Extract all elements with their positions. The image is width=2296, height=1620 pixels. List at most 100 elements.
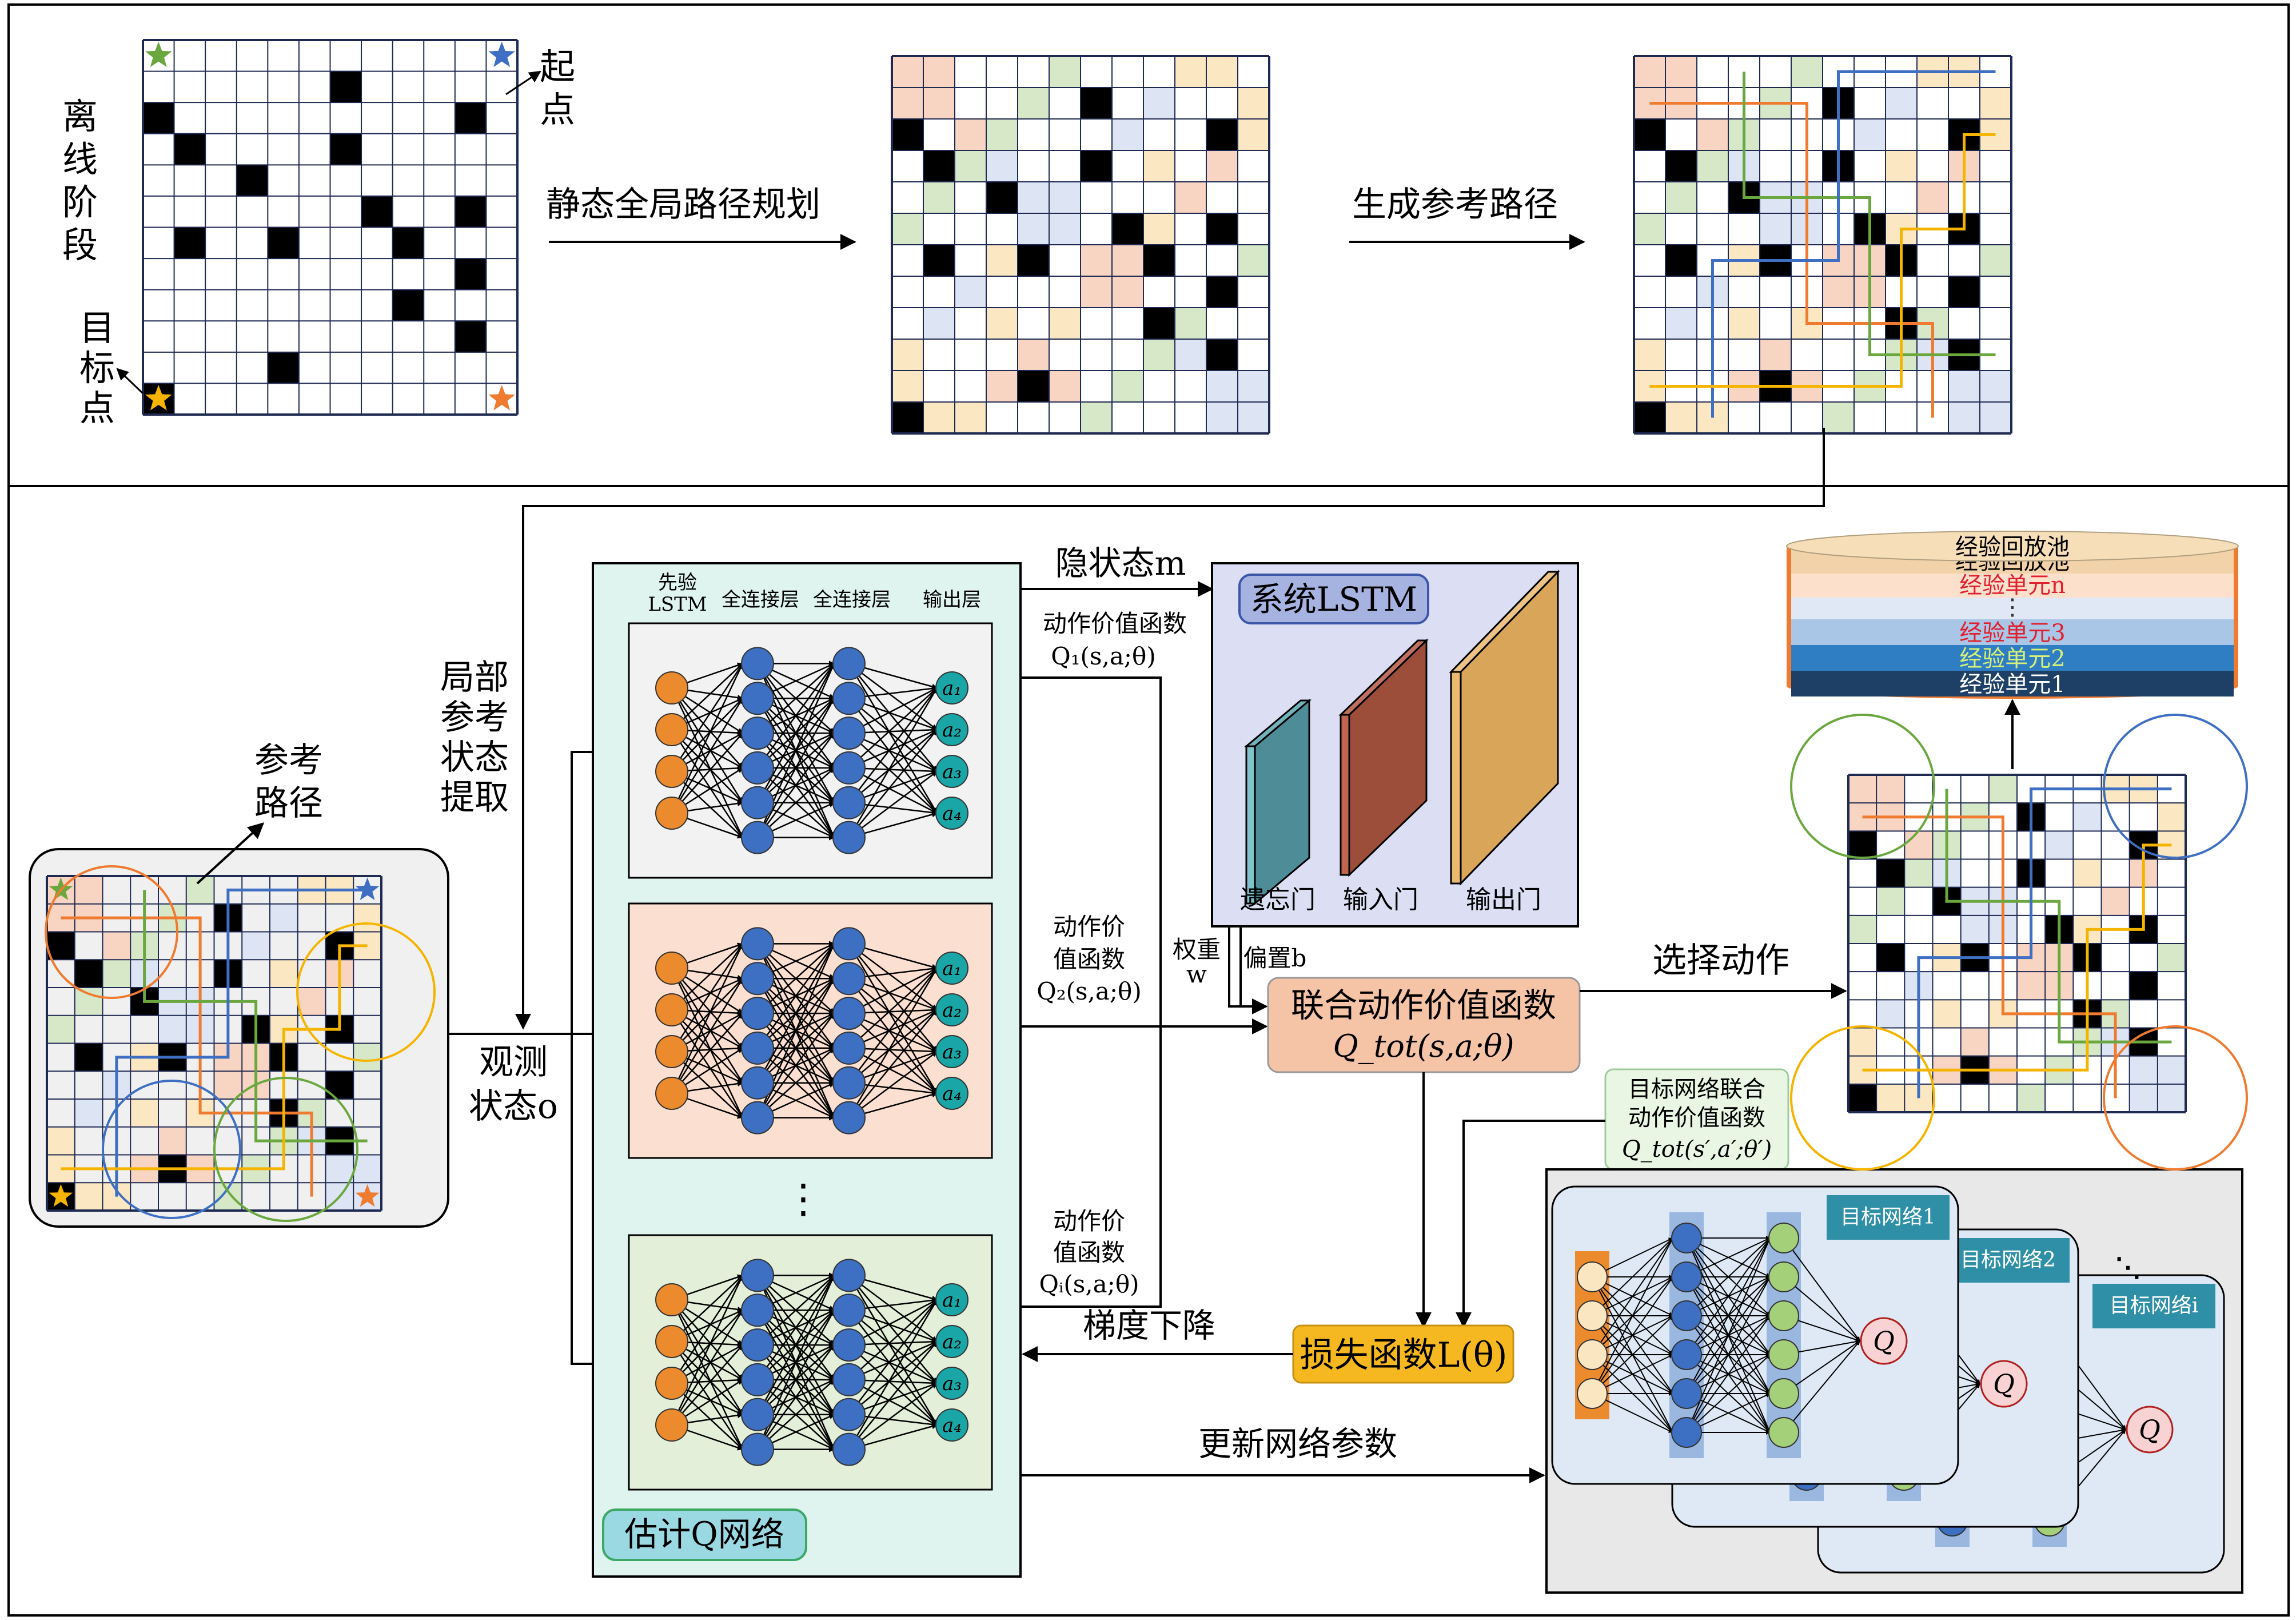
initial-grid-map xyxy=(142,39,519,416)
svg-text:目: 目 xyxy=(79,307,115,349)
neuron-node xyxy=(1768,1300,1799,1331)
target-network-badge xyxy=(2092,1284,2215,1328)
start-pointer-arrow xyxy=(505,70,541,95)
q-value-label: Q xyxy=(1993,1368,2015,1399)
neuron-node xyxy=(832,682,866,715)
neuron-node xyxy=(935,1325,968,1358)
neuron-node xyxy=(1577,1261,1608,1292)
replay-row xyxy=(1791,645,2234,671)
output-action-label: a₄ xyxy=(942,802,962,825)
neuron-node xyxy=(935,1408,968,1442)
neuron-node xyxy=(832,647,866,680)
offline-stage-label: 离 线 阶 段 xyxy=(62,95,98,266)
q-value-label: Q xyxy=(2139,1414,2161,1445)
online-frame xyxy=(7,485,2290,1617)
replay-row xyxy=(1791,619,2234,645)
neuron-node xyxy=(935,797,968,830)
output-action-label: a₂ xyxy=(942,999,962,1022)
q-value-node xyxy=(1860,1317,1908,1365)
output-action-label: a₁ xyxy=(942,1289,962,1312)
static-planning-label: 静态全局路径规划 xyxy=(546,185,820,225)
neuron-node xyxy=(741,1432,774,1466)
neuron-node xyxy=(935,755,968,788)
neuron-node xyxy=(1768,1339,1799,1370)
svg-text:全连接层: 全连接层 xyxy=(722,588,799,611)
offline-to-online-connector xyxy=(515,428,1825,1030)
neuron-node xyxy=(1768,1261,1799,1292)
svg-text:Q₂(s,a;θ): Q₂(s,a;θ) xyxy=(1037,977,1141,1005)
target-network-label: 目标网络2 xyxy=(1960,1248,2056,1272)
neuron-node xyxy=(655,1408,688,1442)
replay-pool-title: 经验回放池 xyxy=(1955,534,2070,560)
neuron-node xyxy=(741,821,774,854)
target-joint-line1: 目标网络联合 xyxy=(1628,1076,1765,1102)
neuron-node xyxy=(935,713,968,746)
svg-text:w: w xyxy=(1186,960,1207,988)
output-action-label: a₄ xyxy=(942,1082,962,1105)
gradient-descent-label: 梯度下降 xyxy=(1083,1306,1215,1345)
input-gate-block xyxy=(1338,638,1429,877)
svg-text:输出层: 输出层 xyxy=(923,588,981,611)
q2-label: 动作价 值函数 Q₂(s,a;θ) xyxy=(1037,913,1141,1005)
neuron-node xyxy=(741,682,774,715)
q1-line xyxy=(1021,676,1162,1026)
neuron-node xyxy=(935,1367,968,1400)
qi-label: 动作价 值函数 Qᵢ(s,a;θ) xyxy=(1039,1207,1139,1298)
target-joint-formula: Q_tot(s′,a′;θ′) xyxy=(1622,1136,1772,1163)
generate-reference-label: 生成参考路径 xyxy=(1352,185,1558,225)
neuron-node xyxy=(832,1259,866,1292)
neuron-node xyxy=(741,717,774,750)
neuron-node xyxy=(741,1259,774,1292)
svg-text:线: 线 xyxy=(62,138,98,180)
replay-row-label: ⋮ xyxy=(2001,594,2024,620)
replay-row xyxy=(1791,671,2234,696)
neuron-node xyxy=(1577,1300,1608,1331)
neuron-node xyxy=(741,962,774,996)
start-point-label: 起 点 xyxy=(540,46,575,130)
neuron-node xyxy=(1671,1339,1702,1370)
target-network-label: 目标网络i xyxy=(2110,1294,2199,1318)
target-joint-to-loss-arrow xyxy=(1456,1120,1605,1328)
reference-path-pointer xyxy=(196,822,265,885)
svg-text:局部: 局部 xyxy=(440,658,509,698)
neuron-node xyxy=(741,927,774,961)
svg-text:点: 点 xyxy=(540,89,575,130)
neuron-node xyxy=(655,797,688,830)
action-selection-grid-map xyxy=(1790,714,2248,1171)
svg-text:路径: 路径 xyxy=(254,783,323,823)
replay-row-label: 经验单元3 xyxy=(1959,620,2065,646)
output-action-label: a₄ xyxy=(942,1414,962,1437)
neuron-node xyxy=(832,997,866,1030)
system-lstm-badge xyxy=(1238,574,1429,624)
loss-function-label: 损失函数L(θ) xyxy=(1300,1335,1508,1375)
svg-text:值函数: 值函数 xyxy=(1053,1239,1125,1267)
neuron-node xyxy=(741,1031,774,1065)
q-value-label: Q xyxy=(1873,1326,1895,1356)
neuron-node xyxy=(655,993,688,1026)
replay-row-label: 经验单元n xyxy=(1959,572,2066,599)
svg-text:点: 点 xyxy=(79,387,115,429)
neuron-node xyxy=(935,1077,968,1110)
neuron-node xyxy=(741,1363,774,1396)
output-gate-block xyxy=(1449,570,1560,886)
output-action-label: a₃ xyxy=(942,1372,962,1395)
neuron-node xyxy=(655,671,688,704)
system-lstm-label: 系统LSTM xyxy=(1250,580,1417,619)
svg-text:提取: 提取 xyxy=(440,778,509,818)
estimated-q-network-badge xyxy=(602,1508,807,1561)
neuron-node xyxy=(655,952,688,985)
output-action-label: a₂ xyxy=(942,719,962,742)
neuron-node xyxy=(832,821,866,854)
output-action-label: a₃ xyxy=(942,761,962,783)
neuron-node xyxy=(741,1066,774,1100)
replay-row xyxy=(1791,574,2234,598)
svg-text:Qᵢ(s,a;θ): Qᵢ(s,a;θ) xyxy=(1039,1270,1139,1298)
weight-label: 权重 w xyxy=(1173,936,1221,988)
neuron-node xyxy=(1768,1378,1799,1409)
svg-text:参考: 参考 xyxy=(440,698,509,738)
output-action-label: a₁ xyxy=(942,957,962,980)
svg-text:Q₁(s,a;θ): Q₁(s,a;θ) xyxy=(1051,642,1155,670)
network-panel xyxy=(628,902,993,1159)
